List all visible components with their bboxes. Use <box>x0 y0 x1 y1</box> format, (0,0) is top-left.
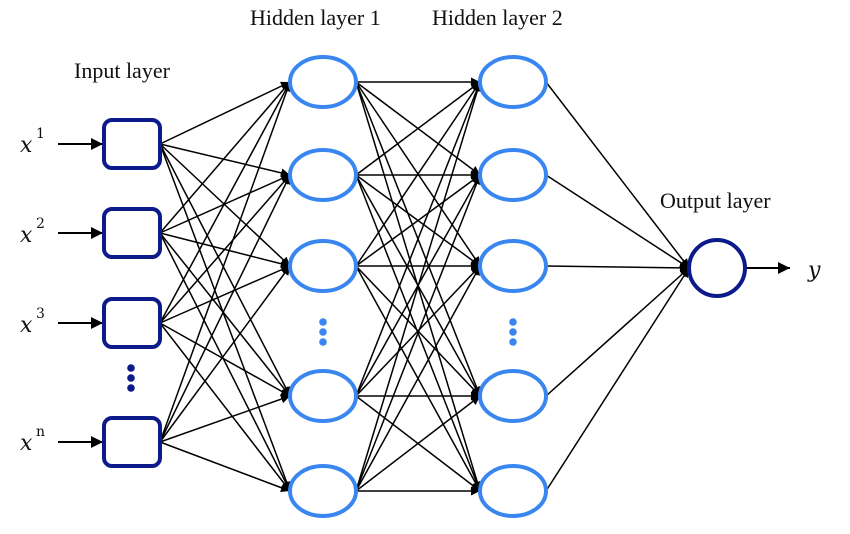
svg-text:2: 2 <box>36 216 45 232</box>
edge <box>159 81 292 443</box>
hidden-2-ellipsis-dot <box>509 338 517 346</box>
edge <box>545 267 690 492</box>
output-node <box>687 238 747 298</box>
input-node <box>102 297 162 349</box>
edge <box>159 143 291 178</box>
output-label-y: y <box>807 258 821 283</box>
input-layer-label: Input layer <box>74 58 171 83</box>
nodes <box>102 55 747 518</box>
edge <box>159 143 292 492</box>
svg-text:3: 3 <box>36 306 45 322</box>
output-layer-label: Output layer <box>660 188 771 213</box>
hidden-layer-2-node <box>478 369 548 423</box>
edge <box>159 81 291 145</box>
edge <box>159 174 291 324</box>
edge <box>545 263 690 273</box>
hidden-layer-2-node <box>478 464 548 518</box>
edge <box>159 174 291 443</box>
edge <box>159 441 291 493</box>
edge <box>355 81 481 176</box>
edge <box>545 81 690 269</box>
edge <box>355 174 481 492</box>
input-node <box>102 207 162 259</box>
svg-text:1: 1 <box>36 126 45 142</box>
hidden-layer-2-node <box>478 239 548 293</box>
edge <box>355 395 481 492</box>
hidden-layer-1-label: Hidden layer 1 <box>250 5 381 30</box>
hidden-2-ellipsis-dot <box>509 318 517 326</box>
input-ellipsis-dot <box>127 374 135 382</box>
edge <box>355 174 481 267</box>
input-ellipsis-dot <box>127 384 135 392</box>
svg-text:n: n <box>36 424 45 440</box>
svg-text:x: x <box>20 223 33 248</box>
edge <box>545 174 690 269</box>
edge <box>355 81 481 397</box>
hidden-1-ellipsis-dot <box>319 318 327 326</box>
input-node <box>102 416 162 468</box>
edge <box>159 143 291 267</box>
hidden-layer-1-node <box>288 148 358 202</box>
edge <box>159 265 291 324</box>
hidden-layer-1-node <box>288 239 358 293</box>
svg-text:x: x <box>20 313 33 338</box>
edge <box>159 232 291 492</box>
hidden-1-ellipsis-dot <box>319 338 327 346</box>
hidden-layer-1-node <box>288 464 358 518</box>
hidden-2-ellipsis-dot <box>509 328 517 336</box>
edge <box>355 265 481 492</box>
edge <box>159 232 291 397</box>
svg-text:x: x <box>20 431 33 456</box>
edge <box>159 81 291 324</box>
hidden-layer-1-node <box>288 55 358 109</box>
edge <box>159 81 291 234</box>
edge <box>355 81 481 267</box>
hidden-layer-2-label: Hidden layer 2 <box>432 5 563 30</box>
edge <box>159 394 291 443</box>
edge <box>355 81 482 492</box>
edge <box>545 267 690 397</box>
edge <box>159 322 291 397</box>
connections <box>58 77 790 496</box>
hidden-1-ellipsis-dot <box>319 328 327 336</box>
edge <box>159 265 291 443</box>
edge <box>159 322 291 492</box>
hidden-layer-2-node <box>478 148 548 202</box>
edge <box>159 143 291 397</box>
hidden-layer-1-node <box>288 369 358 423</box>
svg-text:x: x <box>20 133 33 158</box>
input-ellipsis-dot <box>127 364 135 372</box>
hidden-layer-2-node <box>478 55 548 109</box>
input-node <box>102 118 162 170</box>
